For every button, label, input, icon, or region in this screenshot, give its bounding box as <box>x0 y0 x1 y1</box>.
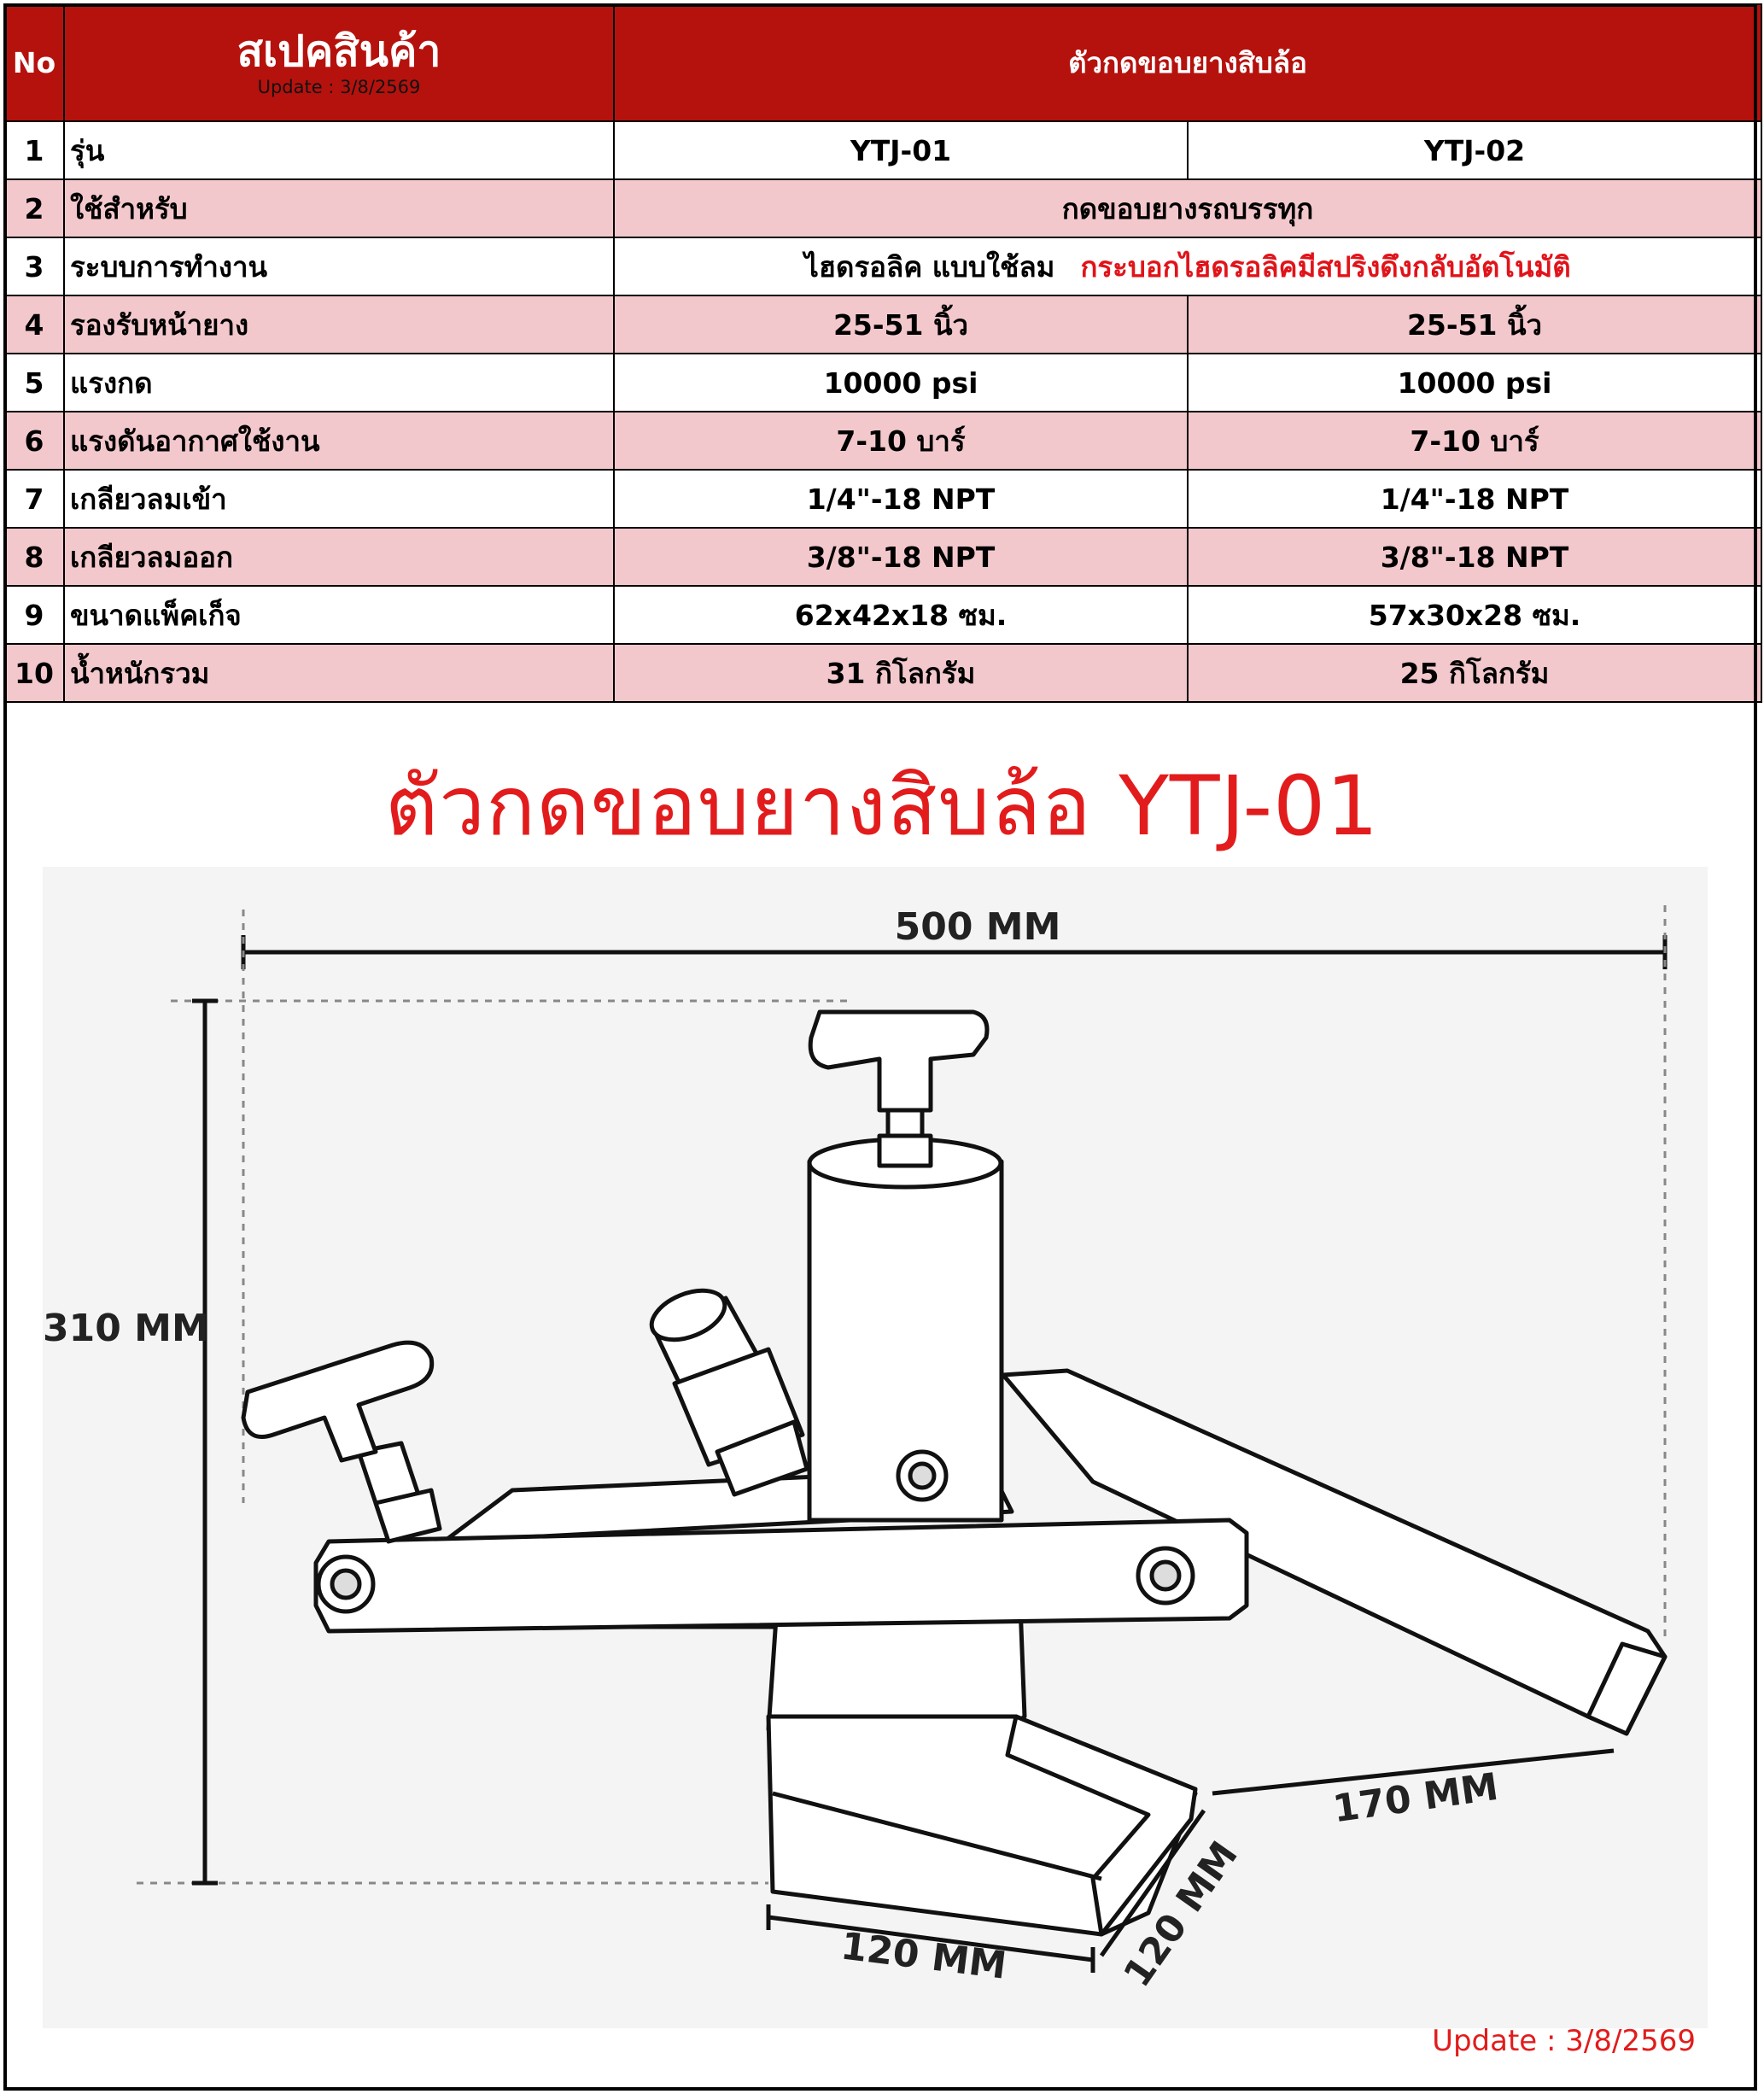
ytj01-value: 7-10 บาร์ <box>613 411 1189 471</box>
ytj02-value: 1/4"-18 NPT <box>1187 469 1762 529</box>
system-type-text: ไฮดรอลิค แบบใช้ลม <box>804 249 1055 284</box>
ytj02-value: 25-51 นิ้ว <box>1187 295 1762 354</box>
drawing-title: ตัวกดขอบยางสิบล้อ YTJ-01 <box>384 758 1380 854</box>
row-number: 8 <box>3 527 65 587</box>
row-label: ขนาดแพ็คเก็จ <box>63 585 615 645</box>
extension-lines <box>137 905 1667 1885</box>
shared-value: กดขอบยางรถบรรทุก <box>613 178 1762 238</box>
table-header-row: No สเปคสินค้า Update : 3/8/2569 ตัวกดขอบ… <box>3 3 1762 122</box>
no-header: No <box>3 3 65 122</box>
row-number: 3 <box>3 237 65 296</box>
ytj01-value: 62x42x18 ซม. <box>613 585 1189 645</box>
table-row: 10 น้ำหนักรวม 31 กิโลกรัม 25 กิโลกรัม <box>3 643 1762 703</box>
ytj02-value: 10000 psi <box>1187 353 1762 412</box>
width-label: 500 MM <box>895 905 1061 949</box>
row-number: 9 <box>3 585 65 645</box>
ytj02-value: YTJ-02 <box>1187 120 1762 180</box>
row-label: ใช้สำหรับ <box>63 178 615 238</box>
ytj01-value: 1/4"-18 NPT <box>613 469 1189 529</box>
ytj02-value: 25 กิโลกรัม <box>1187 643 1762 703</box>
ytj01-value: YTJ-01 <box>613 120 1189 180</box>
row-label: รุ่น <box>63 120 615 180</box>
ytj01-value: 31 กิโลกรัม <box>613 643 1189 703</box>
row-number: 2 <box>3 178 65 238</box>
row-number: 4 <box>3 295 65 354</box>
row-label: แรงกด <box>63 353 615 412</box>
header-update-text: Update : 3/8/2569 <box>257 76 421 97</box>
ytj01-value: 3/8"-18 NPT <box>613 527 1189 587</box>
row-label: ระบบการทำงาน <box>63 237 615 296</box>
table-row: 7 เกลียวลมเข้า 1/4"-18 NPT 1/4"-18 NPT <box>3 469 1762 529</box>
ytj02-value: 3/8"-18 NPT <box>1187 527 1762 587</box>
page-border <box>3 3 1757 2091</box>
spec-header-cell: สเปคสินค้า Update : 3/8/2569 <box>63 3 615 122</box>
row-number: 7 <box>3 469 65 529</box>
ytj01-value: 25-51 นิ้ว <box>613 295 1189 354</box>
row-number: 6 <box>3 411 65 471</box>
height-dimension <box>192 998 218 1886</box>
spec-table: No สเปคสินค้า Update : 3/8/2569 ตัวกดขอบ… <box>3 3 1762 703</box>
table-row: 9 ขนาดแพ็คเก็จ 62x42x18 ซม. 57x30x28 ซม. <box>3 585 1762 645</box>
base-dimensions <box>766 1748 1615 1973</box>
spec-header: สเปคสินค้า <box>237 26 441 76</box>
ytj02-value: 57x30x28 ซม. <box>1187 585 1762 645</box>
table-row: 6 แรงดันอากาศใช้งาน 7-10 บาร์ 7-10 บาร์ <box>3 411 1762 471</box>
table-row: 2 ใช้สำหรับ กดขอบยางรถบรรทุก <box>3 178 1762 238</box>
row-label: เกลียวลมเข้า <box>63 469 615 529</box>
ytj02-value: 7-10 บาร์ <box>1187 411 1762 471</box>
system-note-text: กระบอกไฮดรอลิคมีสปริงดึงกลับอัตโนมัติ <box>1080 249 1571 284</box>
row-number: 1 <box>3 120 65 180</box>
footer-update-text: Update : 3/8/2569 <box>1432 2024 1696 2058</box>
row-label: เกลียวลมออก <box>63 527 615 587</box>
table-row: 3 ระบบการทำงาน ไฮดรอลิค แบบใช้ลม กระบอกไฮ… <box>3 237 1762 296</box>
table-row: 8 เกลียวลมออก 3/8"-18 NPT 3/8"-18 NPT <box>3 527 1762 587</box>
table-row: 4 รองรับหน้ายาง 25-51 นิ้ว 25-51 นิ้ว <box>3 295 1762 354</box>
row-label: น้ำหนักรวม <box>63 643 615 703</box>
shared-value-cell: ไฮดรอลิค แบบใช้ลม กระบอกไฮดรอลิคมีสปริงดึ… <box>613 237 1762 296</box>
height-label: 310 MM <box>43 1307 209 1350</box>
bead-breaker-illustration <box>241 1009 1668 1937</box>
row-number: 5 <box>3 353 65 412</box>
table-row: 1 รุ่น YTJ-01 YTJ-02 <box>3 120 1762 180</box>
row-label: แรงดันอากาศใช้งาน <box>63 411 615 471</box>
ytj01-value: 10000 psi <box>613 353 1189 412</box>
product-title-header: ตัวกดขอบยางสิบล้อ <box>613 3 1762 122</box>
table-row: 5 แรงกด 10000 psi 10000 psi <box>3 353 1762 412</box>
row-label: รองรับหน้ายาง <box>63 295 615 354</box>
row-number: 10 <box>3 643 65 703</box>
